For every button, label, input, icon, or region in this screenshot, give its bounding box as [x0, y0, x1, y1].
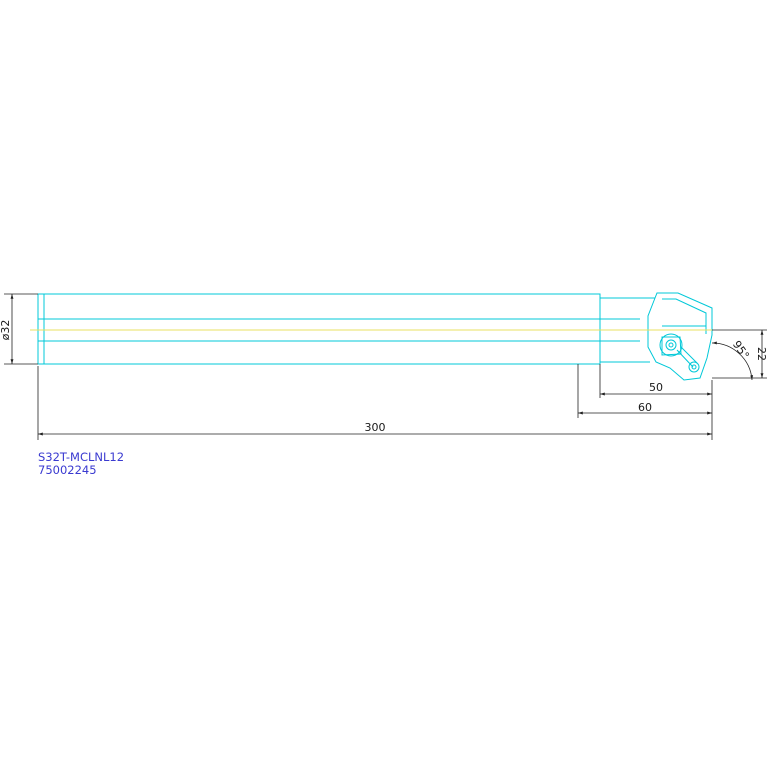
dimension-lines	[4, 293, 767, 440]
offset-label: 22	[755, 347, 767, 361]
length-50-label: 50	[649, 381, 663, 394]
tool-head	[647, 292, 713, 381]
overall-length-label: 300	[365, 421, 386, 434]
insert	[659, 333, 700, 373]
diameter-label: ø32	[0, 320, 12, 341]
part-code: S32T-MCLNL12	[38, 450, 125, 464]
length-60-label: 60	[638, 401, 652, 414]
tool-body	[37, 293, 655, 365]
angle-label: 95°	[730, 338, 752, 361]
part-number: 75002245	[38, 463, 97, 477]
